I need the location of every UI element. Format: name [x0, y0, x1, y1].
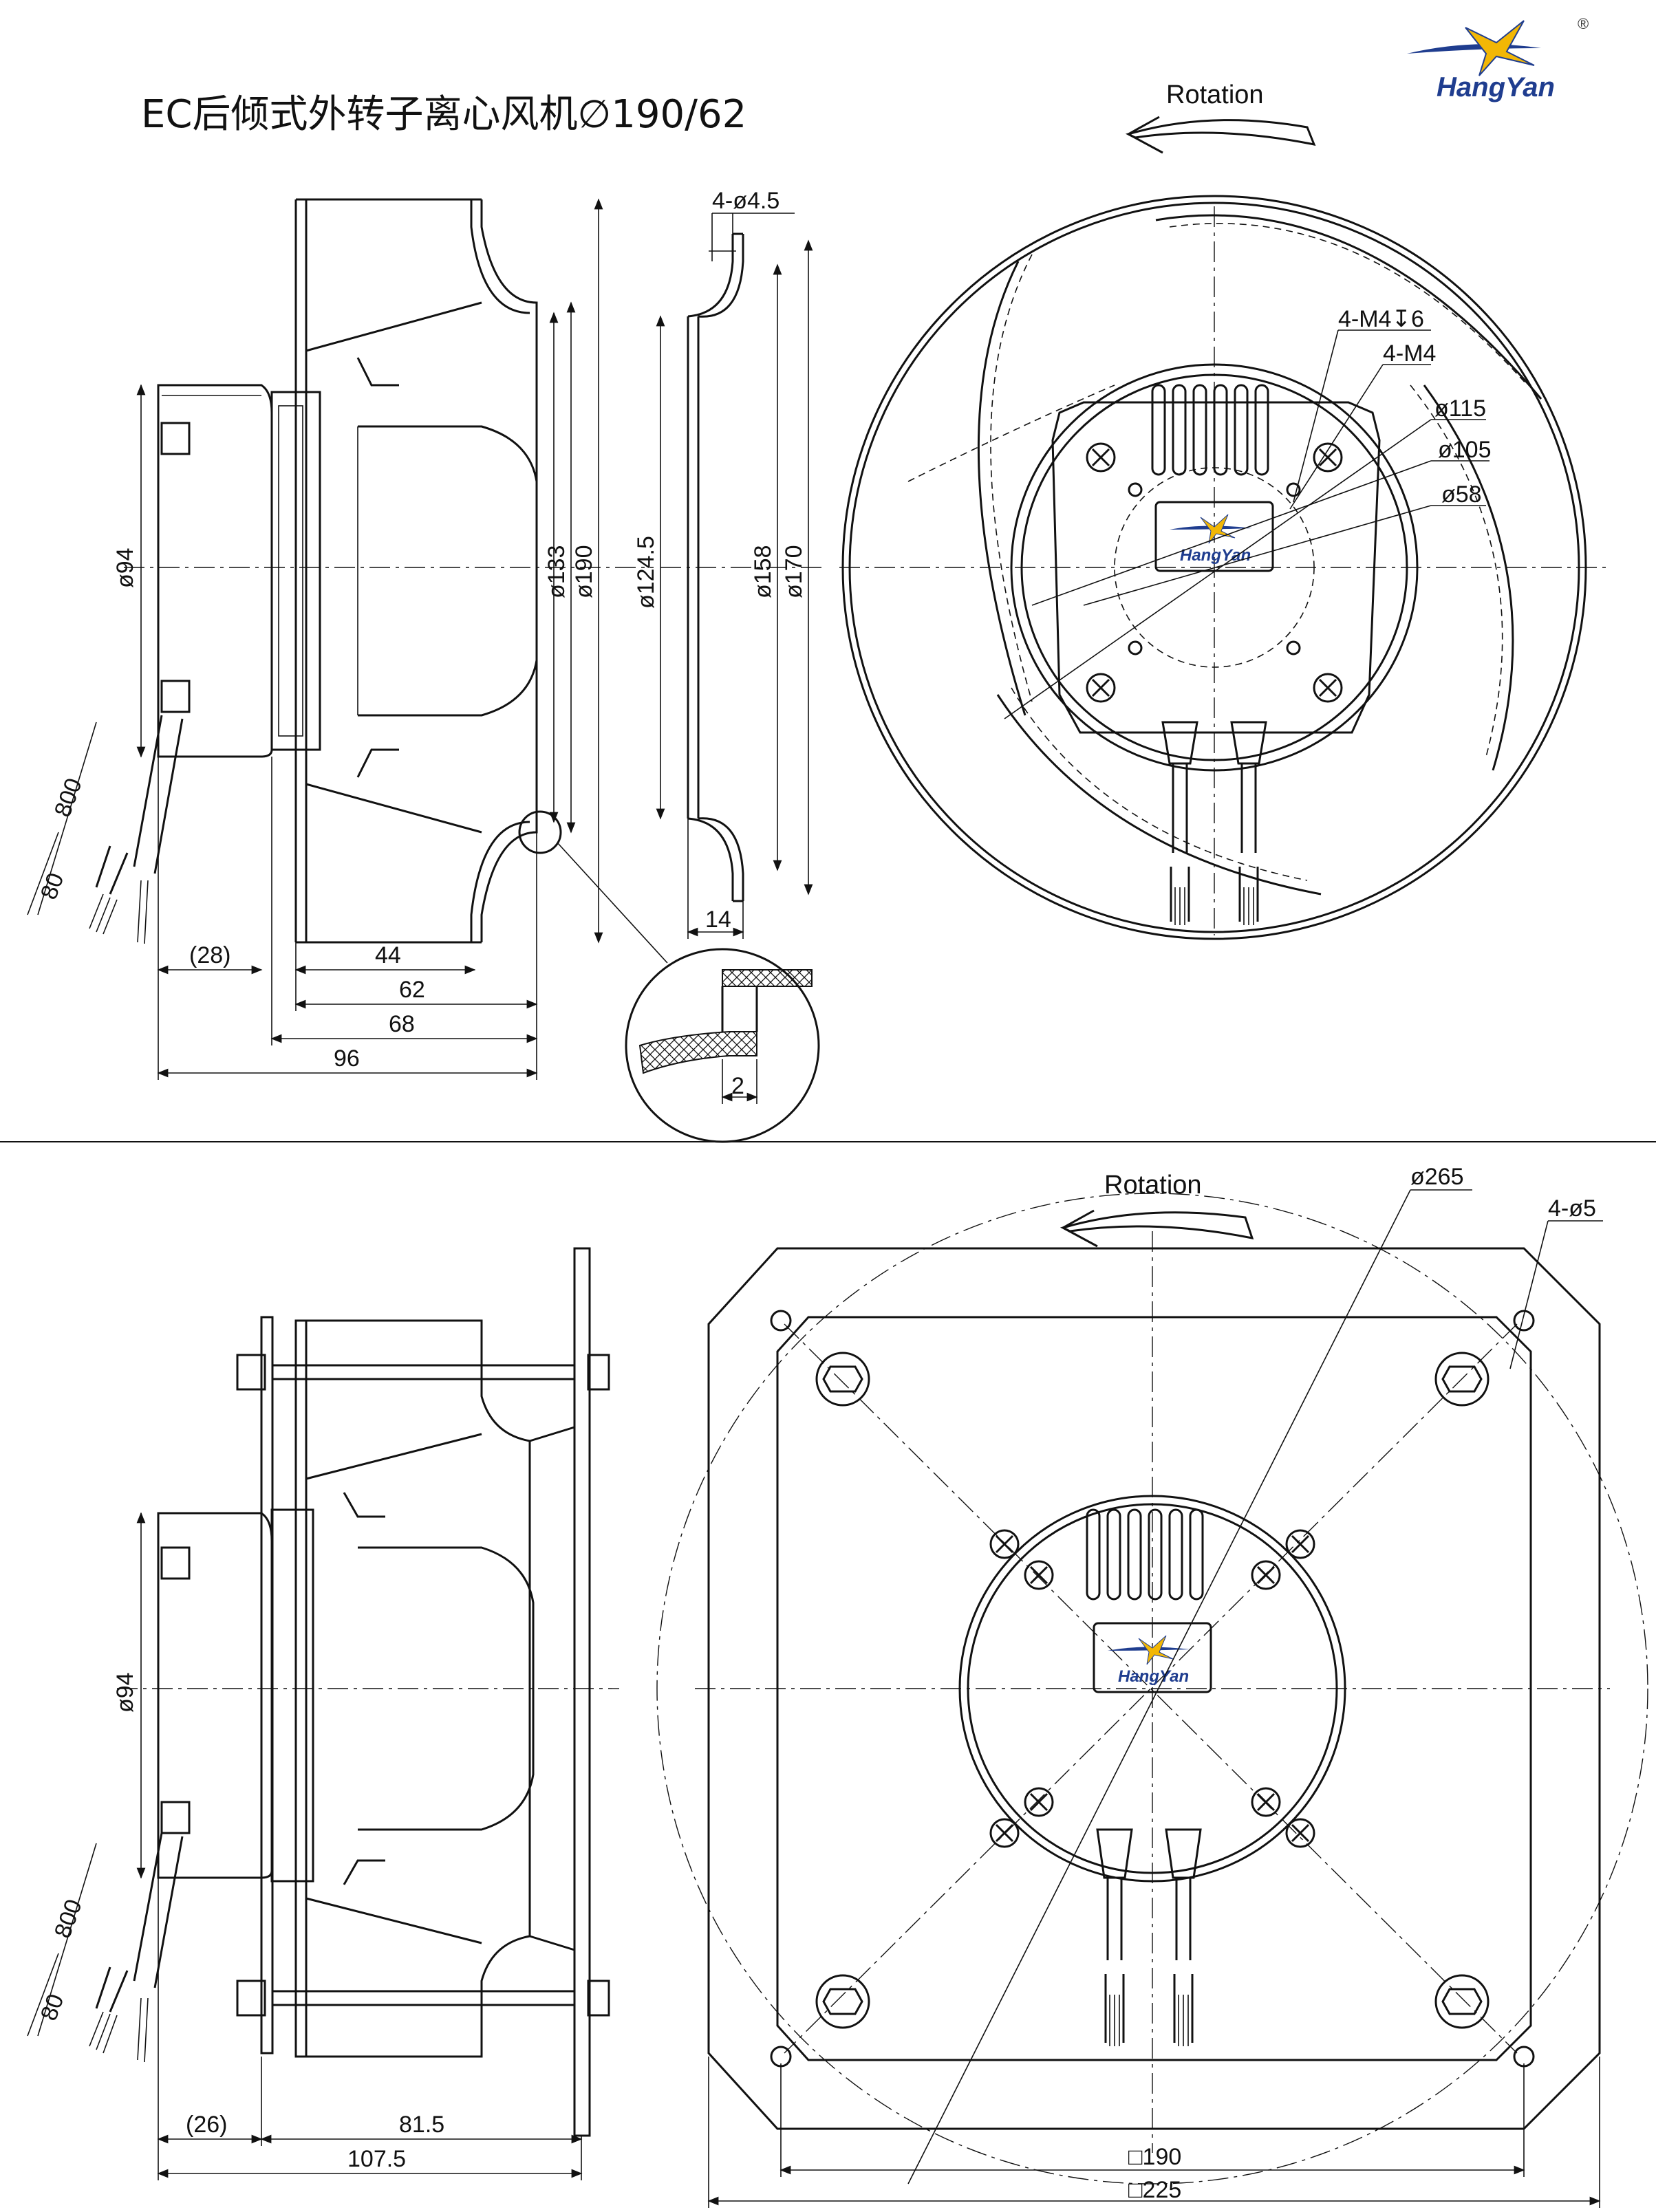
bottom-cable-gland-right — [1165, 1828, 1202, 2046]
inlet-ring-dims: 4-ø4.5 ø124.5 ø158 ø170 14 — [633, 188, 807, 933]
brand-logo: ® HangYan — [1407, 15, 1589, 102]
svg-text:ø105: ø105 — [1438, 437, 1492, 463]
svg-text:(28): (28) — [189, 942, 230, 968]
screw-icon — [1086, 442, 1343, 703]
svg-text:800: 800 — [50, 1896, 87, 1941]
svg-text:44: 44 — [375, 942, 401, 968]
bottom-cooling-fins — [1086, 1508, 1204, 1601]
svg-text:68: 68 — [389, 1011, 415, 1037]
logo-plate — [1154, 501, 1274, 572]
svg-text:80: 80 — [36, 869, 69, 903]
rotation-label-top: Rotation — [1166, 80, 1264, 109]
plate-logo-star-icon — [1200, 514, 1236, 544]
svg-text:ø124.5: ø124.5 — [633, 536, 659, 609]
rotation-arrow-bottom-icon — [1060, 1209, 1254, 1248]
top-front-view: HangYan — [839, 195, 1610, 940]
rotation-label-bottom: Rotation — [1104, 1171, 1202, 1200]
bottom-cable-gland-left — [1096, 1828, 1133, 2046]
svg-text:2: 2 — [731, 1073, 744, 1099]
svg-text:ø94: ø94 — [112, 1672, 138, 1713]
registered-mark: ® — [1578, 15, 1589, 32]
svg-text:ø133: ø133 — [544, 545, 570, 599]
top-front-callouts: 4-M4↧6 4-M4 ø115 ø105 ø58 — [1338, 306, 1492, 508]
svg-text:80: 80 — [36, 1991, 69, 2024]
svg-text:4-ø5: 4-ø5 — [1548, 1195, 1596, 1222]
bottom-side-view — [27, 1247, 619, 2180]
drawing-title: EC后倾式外转子离心风机∅190/62 — [141, 92, 746, 137]
cooling-fins — [1151, 384, 1269, 476]
logo-star-icon — [1465, 20, 1535, 76]
hex-nut-icon — [815, 1352, 1490, 2029]
top-side-dims: ø94 ø133 ø190 800 80 (28) 44 62 68 96 — [36, 545, 597, 1072]
bottom-plate-brand-name: HangYan — [1118, 1667, 1189, 1686]
bottom-front-callouts: ø265 4-ø5 □190 □225 — [1128, 1164, 1596, 2203]
bottom-side-dims: ø94 800 80 (26) 81.5 107.5 — [36, 1672, 444, 2172]
detail-view: 2 — [518, 810, 820, 1143]
svg-text:□225: □225 — [1128, 2177, 1181, 2203]
svg-text:□190: □190 — [1128, 2144, 1181, 2170]
inlet-ring-view — [656, 213, 826, 939]
svg-text:ø190: ø190 — [571, 545, 597, 599]
svg-text:81.5: 81.5 — [399, 2112, 444, 2138]
logo-swoosh-icon — [1407, 44, 1541, 54]
svg-text:ø170: ø170 — [781, 545, 807, 599]
bottom-logo-plate — [1093, 1622, 1212, 1693]
svg-text:14: 14 — [705, 907, 731, 933]
bottom-front-view: HangYan — [656, 1189, 1648, 2208]
rotation-arrow-top-icon — [1125, 116, 1316, 154]
svg-text:96: 96 — [334, 1045, 360, 1072]
svg-text:(26): (26) — [186, 2112, 227, 2138]
svg-text:ø115: ø115 — [1434, 395, 1486, 422]
cable-gland-right — [1230, 721, 1267, 925]
svg-text:107.5: 107.5 — [347, 2146, 406, 2172]
svg-text:4-ø4.5: 4-ø4.5 — [712, 188, 779, 214]
plate-brand-name: HangYan — [1180, 546, 1251, 565]
svg-text:ø265: ø265 — [1410, 1164, 1464, 1190]
top-side-view — [27, 198, 654, 1080]
svg-text:4-M4: 4-M4 — [1383, 340, 1436, 367]
svg-text:ø158: ø158 — [750, 545, 776, 599]
svg-text:4-M4↧6: 4-M4↧6 — [1338, 306, 1424, 332]
svg-text:800: 800 — [50, 774, 87, 820]
svg-text:ø94: ø94 — [112, 547, 138, 588]
brand-name: HangYan — [1437, 72, 1555, 102]
svg-text:ø58: ø58 — [1441, 481, 1482, 508]
bottom-screw-icon — [989, 1529, 1315, 1848]
cable-gland-left — [1161, 721, 1198, 925]
svg-text:62: 62 — [399, 977, 425, 1003]
